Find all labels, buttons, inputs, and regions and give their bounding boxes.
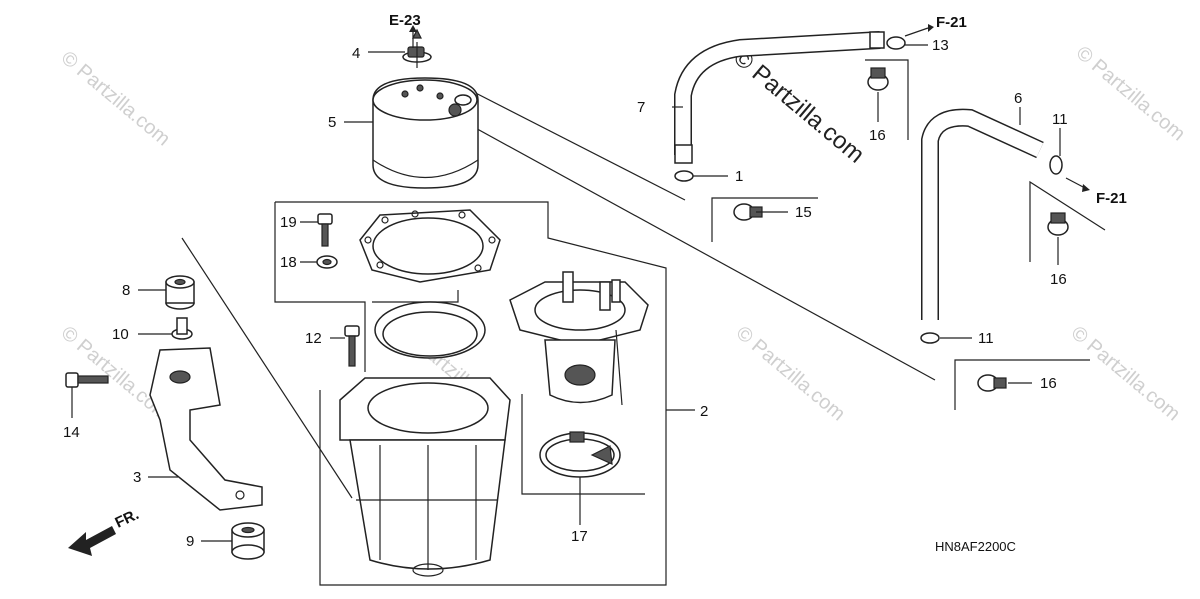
callout-16-bottom: 16	[1040, 375, 1057, 392]
front-arrow-icon	[68, 526, 116, 556]
ref-f21-right: F-21	[1096, 190, 1127, 207]
arrow-f21-top	[904, 24, 934, 37]
callout-15: 15	[795, 204, 812, 221]
clip-part-4	[402, 28, 432, 68]
callout-16-right: 16	[1050, 271, 1067, 288]
fuel-pump-unit	[509, 271, 649, 406]
callout-13: 13	[932, 37, 949, 54]
callout-2: 2	[700, 403, 708, 420]
bolt-part-12	[344, 325, 360, 367]
clamp-part-16-top	[867, 67, 889, 91]
tank-cover-part-5	[372, 77, 479, 189]
callout-6: 6	[1014, 90, 1022, 107]
callout-11-top: 11	[1052, 111, 1068, 128]
watermark-mid: © Partzilla.com	[732, 322, 849, 425]
watermark-top-right: © Partzilla.com	[1072, 42, 1189, 145]
diagram-code: HN8AF2200C	[935, 539, 1016, 554]
rubber-mount-part-8	[165, 275, 195, 310]
callout-14: 14	[63, 424, 80, 441]
callout-10: 10	[112, 326, 129, 343]
callout-9: 9	[186, 533, 194, 550]
callout-4: 4	[352, 45, 360, 62]
fuel-tank-body	[339, 377, 511, 577]
callout-leaders	[71, 44, 1061, 542]
hose-part-7	[674, 31, 885, 164]
rubber-mount-part-9	[231, 522, 265, 560]
callout-7: 7	[637, 99, 645, 116]
clip-part-13	[886, 36, 906, 50]
callout-11-bottom: 11	[978, 330, 994, 347]
front-label: FR.	[113, 506, 142, 532]
bolt-part-19	[317, 213, 333, 247]
clamp-guides	[711, 59, 1106, 410]
arrow-f21-right	[1065, 177, 1090, 192]
watermark-top-left: © Partzilla.com	[57, 47, 174, 150]
watermark-mid-right: © Partzilla.com	[1067, 322, 1184, 425]
callout-16-top: 16	[869, 127, 886, 144]
callout-1: 1	[735, 168, 743, 185]
hose-part-6	[921, 108, 1044, 320]
clip-part-11-top	[1049, 155, 1063, 175]
clip-part-1	[674, 170, 694, 182]
bracket-part-3	[149, 347, 263, 511]
clip-part-11-bottom	[920, 332, 940, 344]
arrow-e23	[409, 25, 417, 48]
ref-e23: E-23	[389, 12, 421, 29]
callout-5: 5	[328, 114, 336, 131]
washer-part-18	[316, 255, 338, 269]
callout-18: 18	[280, 254, 297, 271]
clamp-part-16-right	[1047, 212, 1069, 236]
ref-f21-top: F-21	[936, 14, 967, 31]
watermark-main: © Partzilla.com	[728, 44, 869, 169]
strainer-part-17	[539, 431, 621, 478]
clamp-part-16-bottom	[977, 374, 1007, 392]
callout-3: 3	[133, 469, 141, 486]
callout-12: 12	[305, 330, 322, 347]
bolt-part-14	[65, 372, 109, 388]
callout-8: 8	[122, 282, 130, 299]
collar-part-10	[171, 317, 193, 340]
callout-17: 17	[571, 528, 588, 545]
gasket-plate	[359, 209, 501, 283]
callout-19: 19	[280, 214, 297, 231]
o-ring	[374, 301, 486, 359]
assembly-outline	[181, 84, 936, 586]
